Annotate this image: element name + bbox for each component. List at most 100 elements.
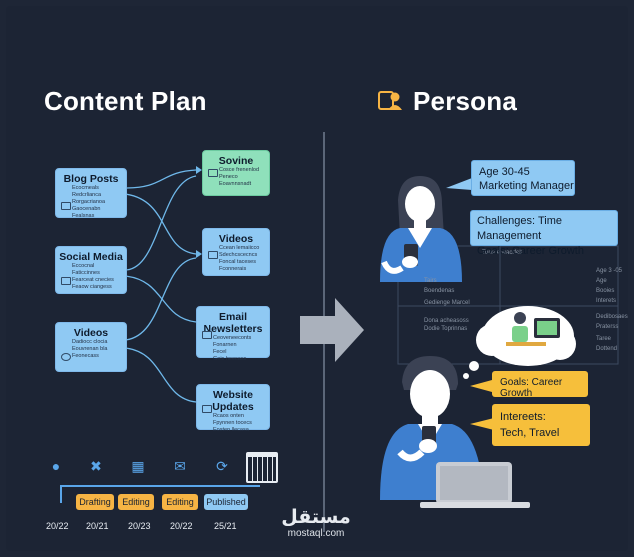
source-line: Feaow ciangess — [72, 284, 112, 290]
target-line: Fonarnen — [213, 342, 237, 348]
timeline-drop — [60, 485, 62, 503]
bulb-icon — [61, 353, 71, 361]
ghost-text: Taree — [596, 336, 612, 342]
target-line: Eosten llecasa — [213, 427, 249, 433]
source-line: Feonecass — [72, 353, 99, 359]
post-icon — [61, 277, 71, 285]
interests-bubble: Intereets: Tech, Travel — [492, 404, 590, 446]
target-line: Rcaos onten — [213, 413, 244, 419]
timeline-date: 20/21 — [86, 521, 109, 531]
target-website-updates[interactable]: Website Updates Rcaos onten Fpynnen toce… — [196, 384, 270, 433]
ghost-text: Dedibosaes — [596, 314, 628, 320]
woman-figure — [380, 176, 462, 282]
source-social-media[interactable]: Social Media Eccocnal Faticcinnes Fearce… — [55, 246, 127, 294]
stage-drafting[interactable]: Drafting — [76, 494, 114, 510]
age-bubble: Age 30-45 Marketing Manager — [471, 160, 575, 196]
man-figure — [380, 356, 530, 508]
source-title: Blog Posts — [63, 173, 119, 185]
source-title: Social Media — [59, 251, 123, 263]
calendar-grid-icon — [246, 452, 278, 483]
target-line: Fconnerais — [219, 266, 247, 272]
ghost-text: Dottend — [596, 346, 618, 352]
stage-editing[interactable]: Editing — [162, 494, 198, 510]
source-line: Eouvrenan bla — [72, 346, 108, 352]
target-line: Ceoveneeconts — [213, 335, 252, 341]
ghost-text: Gedienge Marcel — [424, 300, 470, 306]
envelope-icon — [61, 202, 71, 210]
target-title: Email Newsletters — [203, 311, 263, 335]
video-icon — [208, 251, 218, 259]
ghost-text: Interets — [596, 298, 617, 304]
calendar-edit-icon: ▦ — [131, 458, 145, 474]
source-line: Eccocnal — [72, 263, 95, 269]
timeline-date: 20/22 — [46, 521, 69, 531]
source-line: Ecocmeals — [72, 185, 99, 191]
source-line: Fearceat cnecies — [72, 277, 114, 283]
target-title: Videos — [218, 233, 254, 245]
goals-bubble-tail — [470, 380, 492, 392]
interests-bubble-tail — [470, 418, 494, 430]
timeline-date: 25/21 — [214, 521, 237, 531]
refresh-icon: ⟳ — [216, 458, 228, 474]
persona-title: Persona — [413, 86, 518, 116]
challenges-text: Challenges: Time Management — [477, 215, 562, 242]
source-line: Gaocenabn — [72, 206, 101, 212]
target-title: Sovine — [218, 155, 254, 167]
watermark-arabic: مستقل — [281, 506, 351, 528]
target-line: Peneco — [219, 174, 238, 180]
watermark-latin: mostaql.com — [287, 528, 345, 539]
source-videos[interactable]: Videos Dadiocc clocia Eouvrenan bla Feon… — [55, 322, 127, 372]
age-bubble-tail — [446, 178, 472, 190]
challenges-bubble: Challenges: Time Management Goals: Caree… — [470, 210, 618, 257]
watermark-logo: مستقل mostaql.com — [278, 506, 354, 539]
target-line: Cosce frenenlod — [219, 167, 260, 173]
ghost-text: Dona acheasoss — [424, 318, 469, 324]
role-text: Marketing Manager — [479, 180, 574, 192]
stage-editing[interactable]: Editing — [118, 494, 154, 510]
target-email-newsletters[interactable]: Email Newsletters Ceoveneeconts Fonarnen… — [196, 306, 270, 362]
persona-icon — [378, 89, 404, 111]
target-line: Geis heecass — [213, 356, 247, 362]
document-icon — [208, 169, 218, 177]
target-line: Eoavnnsnadt — [219, 181, 252, 187]
flow-arrow — [300, 298, 364, 362]
person-icon: ● — [51, 458, 61, 474]
source-line: Redcrlianca — [72, 192, 102, 198]
ghost-text: Age 3 -05 — [596, 268, 623, 274]
mail-icon — [202, 331, 212, 339]
source-line: Rorgacrianoa — [72, 199, 106, 205]
stage-published[interactable]: Published — [204, 494, 248, 510]
source-blog-posts[interactable]: Blog Posts Ecocmeals Redcrlianca Rorgacr… — [55, 168, 127, 219]
source-line: Faticcinnes — [72, 270, 100, 276]
thought-bubble — [463, 306, 576, 379]
timeline-line — [60, 485, 260, 487]
timeline-date: 20/22 — [170, 521, 193, 531]
ghost-text: Dodie Toprinnas — [424, 326, 468, 332]
tools-icon: ✖ — [90, 458, 102, 474]
source-line: Dadiocc clocia — [72, 339, 108, 345]
timeline-date: 20/23 — [128, 521, 151, 531]
interests-value: Tech, Travel — [500, 427, 560, 439]
ghost-text: Tairs — [424, 278, 437, 284]
ghost-text: Tone e wacrfelt — [482, 250, 523, 256]
content-plan-title: Content Plan — [44, 86, 207, 116]
target-line: Fecel — [213, 349, 227, 355]
age-text: Age 30-45 — [479, 166, 530, 178]
ghost-text: Booies — [596, 288, 615, 294]
source-title: Videos — [73, 327, 109, 339]
target-sovine[interactable]: Sovine Cosce frenenlod Peneco Eoavnnsnad… — [202, 150, 270, 196]
ghost-text: Age — [596, 278, 607, 284]
target-title: Website Updates — [212, 389, 254, 413]
target-line: Sdechcscecncs — [219, 252, 258, 258]
goals-text: Goals: Career Growth — [477, 245, 584, 257]
mail-icon: ✉ — [174, 458, 186, 474]
target-line: Fpynnen tocecs — [213, 420, 252, 426]
goals-bubble: Goals: Career Growth — [492, 371, 588, 399]
ghost-text: Boendenas — [424, 288, 455, 294]
globe-icon — [202, 405, 212, 413]
target-line: Ccean lemaiicco — [219, 245, 260, 251]
source-line: Fealsnas — [72, 213, 95, 219]
target-line: Foncal taceses — [219, 259, 256, 265]
target-videos[interactable]: Videos Ccean lemaiicco Sdechcscecncs Fon… — [202, 228, 270, 276]
